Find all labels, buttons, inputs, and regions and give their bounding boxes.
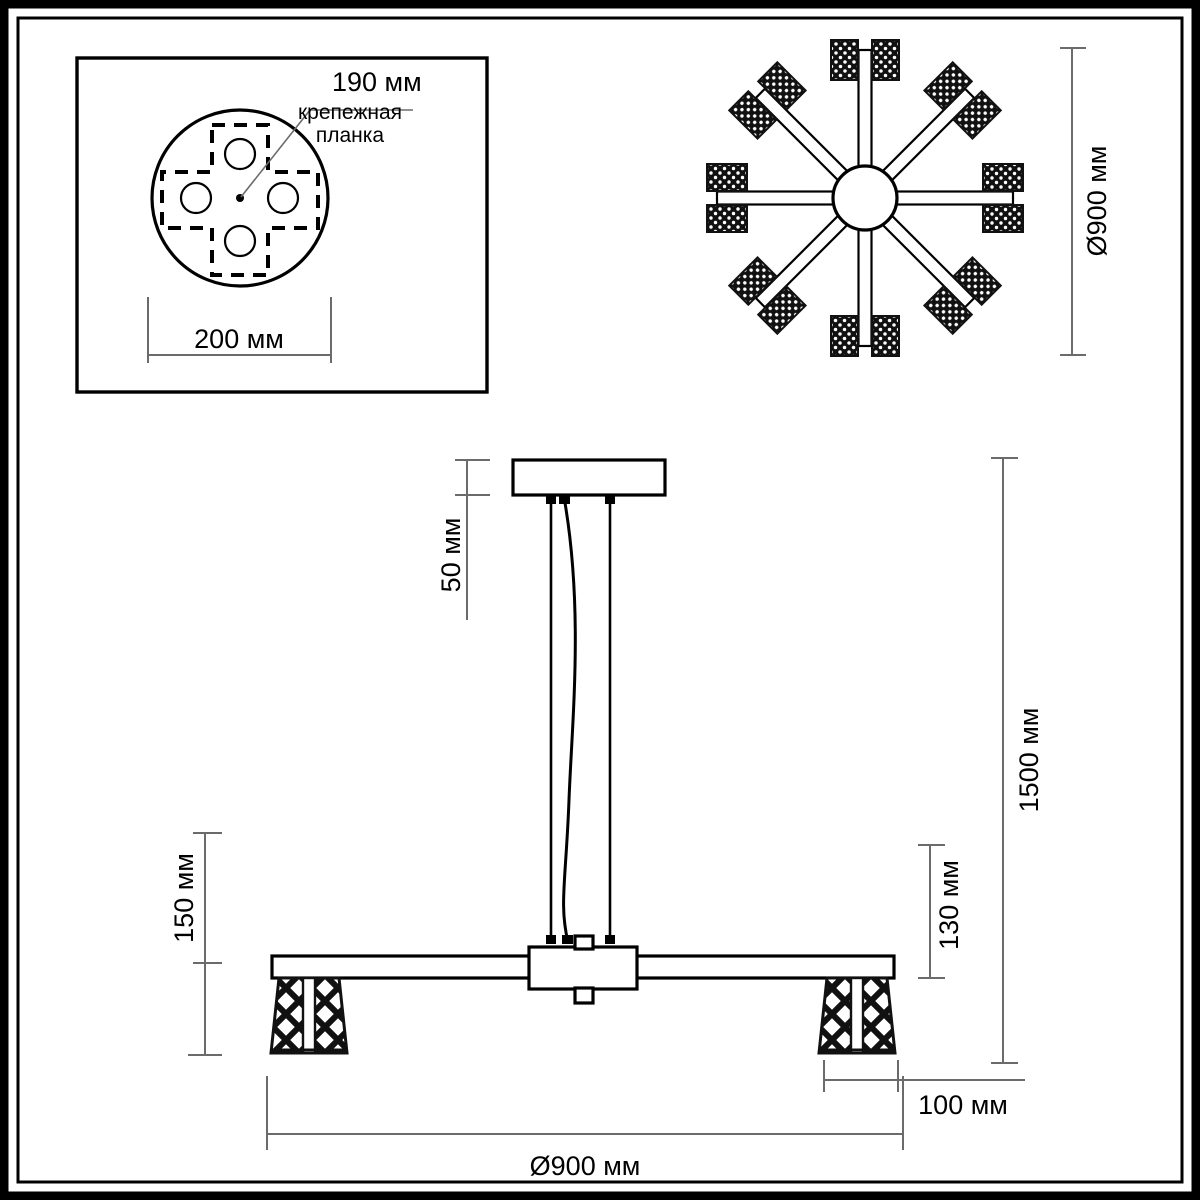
ceiling-canopy <box>511 458 667 497</box>
power-cord <box>562 496 577 943</box>
dimension-130mm: 130 мм <box>918 844 964 979</box>
dimension-150mm: 150 мм <box>169 832 222 1056</box>
dim-label-100: 100 мм <box>918 1090 1008 1120</box>
cable-anchor-top-left <box>546 495 556 504</box>
dim-label-130: 130 мм <box>934 860 964 950</box>
hub-bottom-nub <box>573 986 595 1005</box>
plan-center-hub <box>831 164 899 232</box>
callout-leader-line <box>240 109 413 198</box>
plan-dim-label-d900: Ø900 мм <box>1082 146 1112 257</box>
detail-dim-label-200: 200 мм <box>194 324 284 354</box>
shade-left-center-band <box>301 976 317 1055</box>
dim-label-d900-bottom: Ø900 мм <box>530 1151 641 1181</box>
shade-right-center-band <box>849 976 865 1055</box>
cord-anchor-top <box>559 495 570 504</box>
hub-top-nub <box>573 934 595 951</box>
cable-anchor-top-right <box>605 495 615 504</box>
mounting-hole-left <box>179 181 213 215</box>
mounting-hole-top <box>223 137 257 171</box>
center-hub-box <box>527 945 639 991</box>
detail-callout-note-line1: крепежная <box>298 101 402 124</box>
plan-arm-3 <box>891 163 1024 233</box>
detail-callout-note-line2: планка <box>316 124 385 147</box>
mounting-plate-detail-view: 190 мм крепежная планка 200 мм <box>75 56 489 394</box>
lamp-shade-left <box>269 976 349 1055</box>
plan-arm-7 <box>706 163 839 233</box>
plan-arm-1 <box>830 39 900 172</box>
top-plan-view: Ø900 мм <box>706 39 1112 357</box>
dimension-1500mm: 1500 мм <box>991 457 1044 1064</box>
mounting-hole-bottom <box>223 224 257 258</box>
dim-label-150: 150 мм <box>169 853 199 943</box>
plan-arm-5 <box>830 224 900 357</box>
dimension-50mm: 50 мм <box>436 459 490 620</box>
cable-anchor-bottom-right <box>605 935 615 944</box>
lamp-shade-right <box>817 976 897 1055</box>
detail-callout-190: 190 мм <box>332 67 422 97</box>
mounting-hole-right <box>266 181 300 215</box>
mounting-bracket-dashed-outline <box>160 123 320 277</box>
cord-anchor-bottom <box>562 935 573 944</box>
dim-label-50: 50 мм <box>436 518 466 593</box>
plan-view-arms <box>706 39 1024 357</box>
front-elevation-view: 50 мм 150 мм 130 мм <box>169 457 1044 1181</box>
dimension-100mm: 100 мм <box>823 1060 1025 1120</box>
dim-label-1500: 1500 мм <box>1014 708 1044 813</box>
dimension-d900-bottom: Ø900 мм <box>266 1076 904 1181</box>
cable-anchor-bottom-left <box>546 935 556 944</box>
